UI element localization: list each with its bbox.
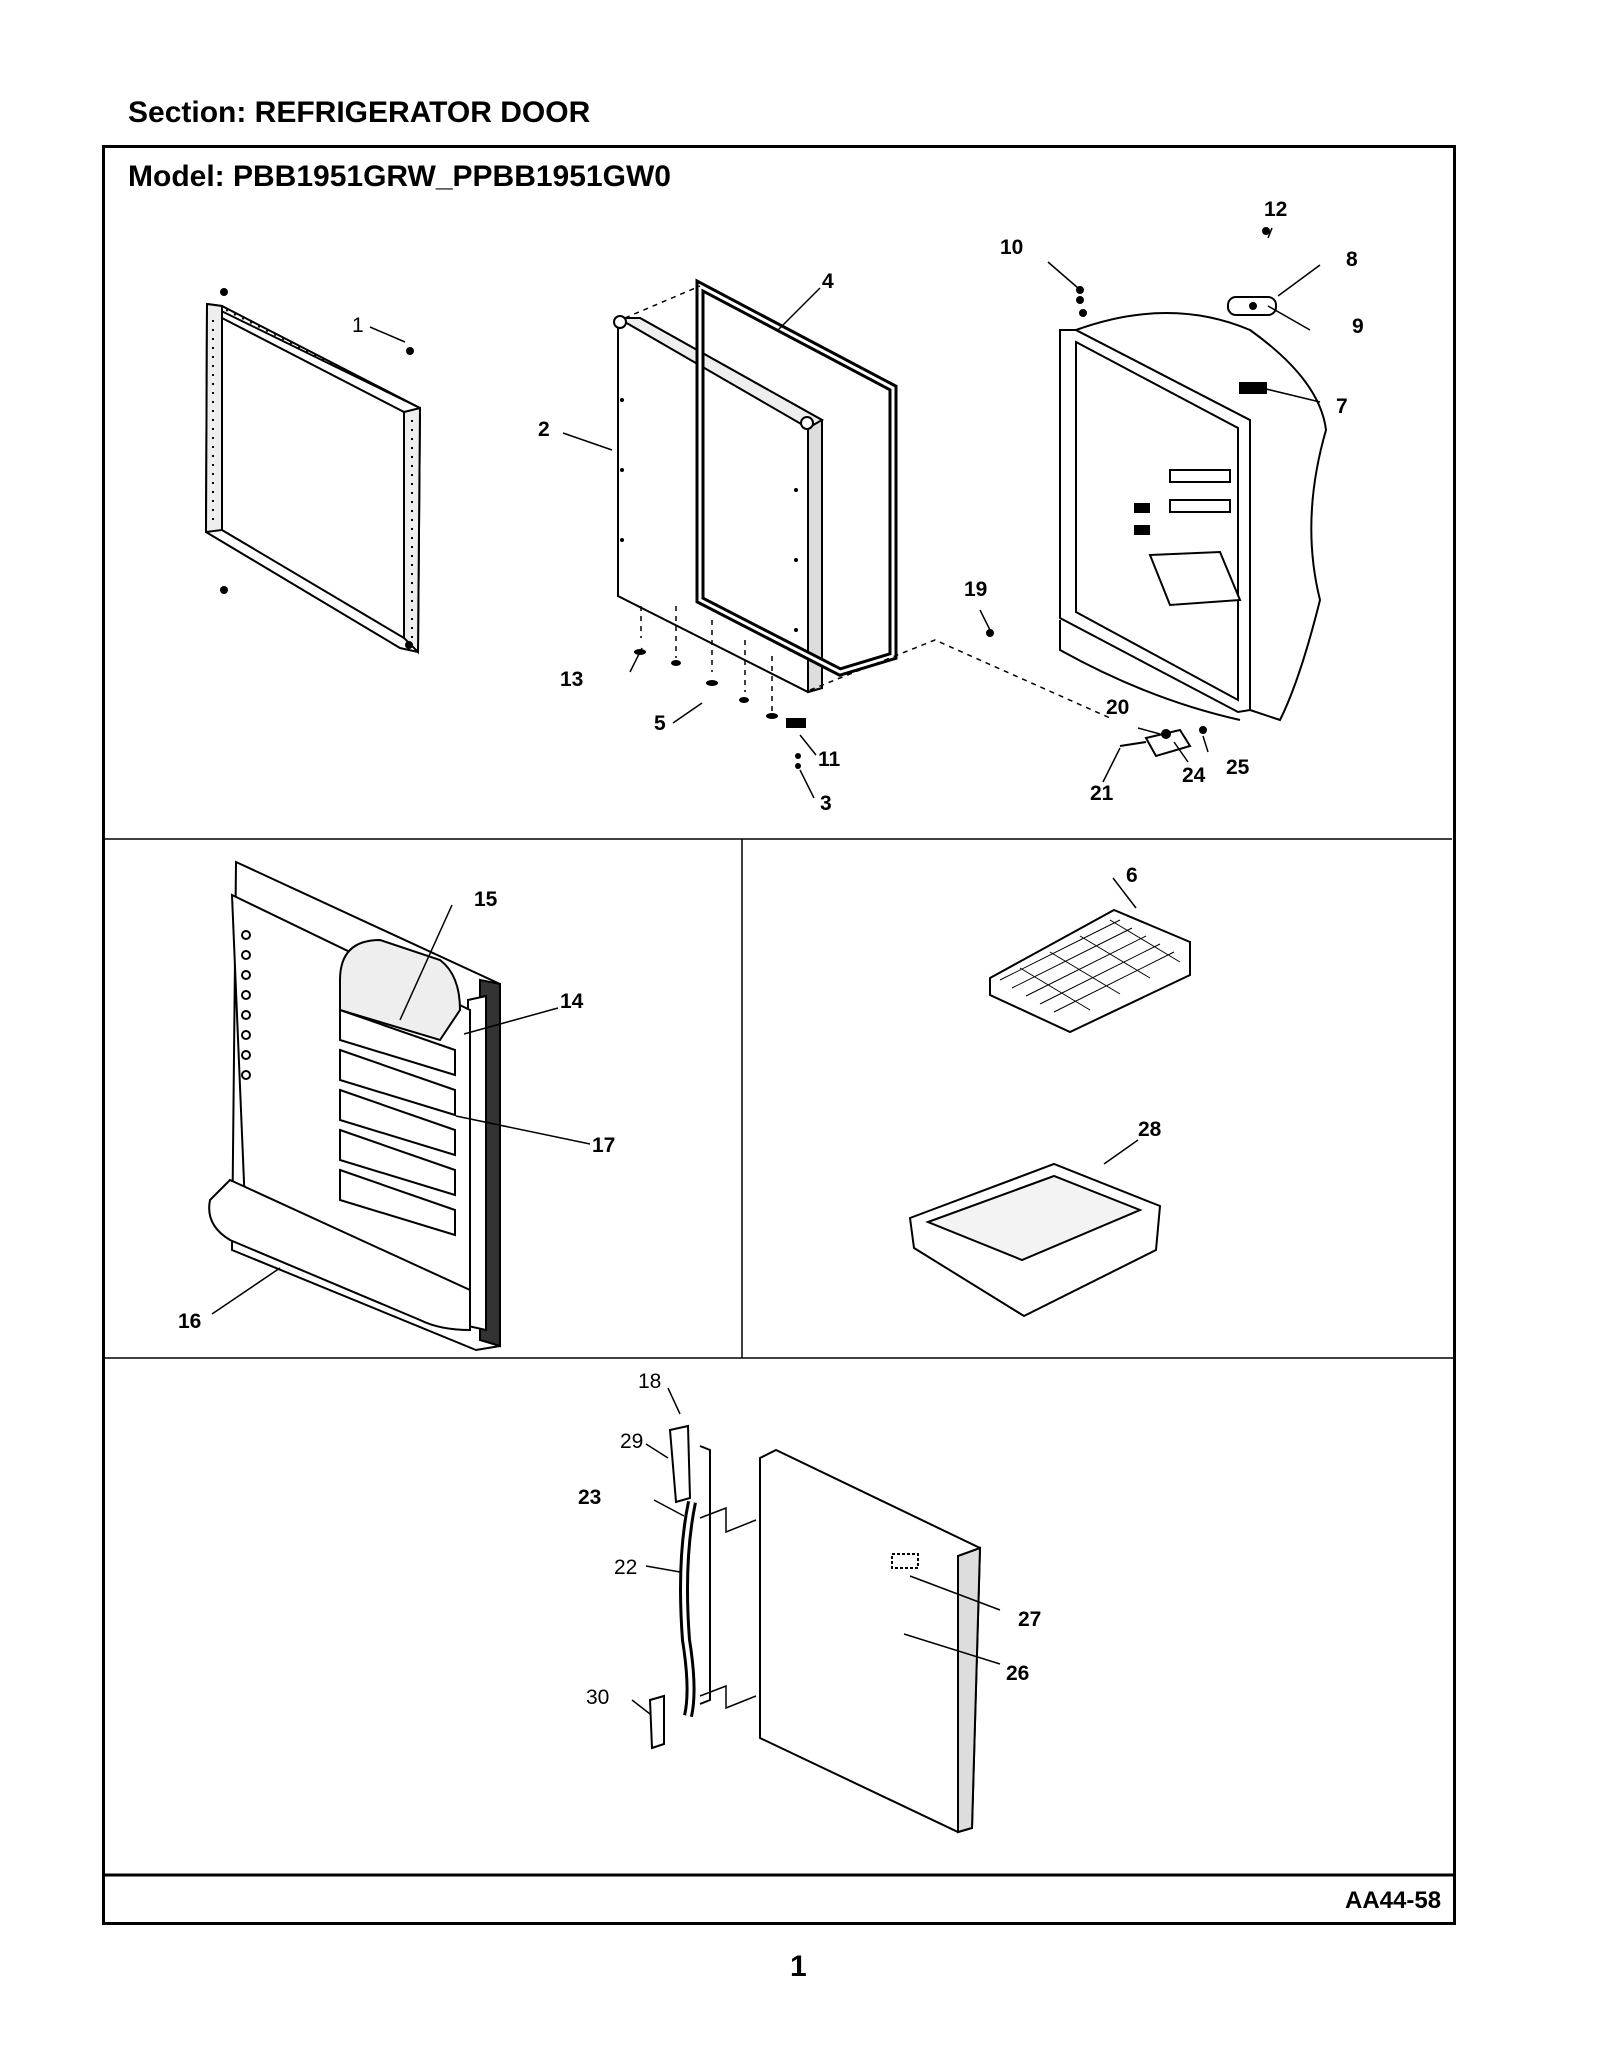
callout-26: 26: [1006, 1662, 1029, 1685]
callout-3: 3: [820, 792, 832, 815]
callout-2: 2: [538, 418, 550, 441]
reference-code: AA44-58: [1345, 1887, 1442, 1914]
assembly-lines: [624, 285, 1111, 719]
callout-12: 12: [1264, 198, 1287, 221]
leader-lines: [211, 227, 1321, 1715]
callout-19: 19: [964, 578, 987, 601]
callout-13: 13: [560, 668, 583, 691]
cabinet-part: [1059, 312, 1328, 722]
callout-1: 1: [352, 314, 364, 337]
callout-10: 10: [1000, 236, 1023, 259]
model-title: Model: PBB1951GRW_PPBB1951GW0: [128, 160, 671, 193]
callout-16: 16: [178, 1310, 201, 1333]
section-title: Section: REFRIGERATOR DOOR: [128, 96, 591, 129]
callout-18: 18: [638, 1370, 661, 1393]
callout-21: 21: [1090, 782, 1114, 805]
callout-27: 27: [1018, 1608, 1041, 1631]
door-panel-part: [613, 315, 825, 694]
callouts: 1 2 3 4 5 6 7 8 9 10 11 12 13 14 15 16 1…: [178, 198, 1364, 1709]
door-interior-part: [208, 860, 501, 1352]
hardware-washers: [634, 649, 806, 769]
door-frame-part: [204, 288, 422, 655]
diagram-frame: [102, 145, 1456, 1925]
callout-15: 15: [474, 888, 498, 911]
callout-25: 25: [1226, 756, 1250, 779]
callout-22: 22: [614, 1556, 637, 1579]
callout-24: 24: [1182, 764, 1206, 787]
page-number: 1: [790, 1950, 807, 1983]
panel-dividers: [104, 838, 1456, 1877]
callout-29: 29: [620, 1430, 643, 1453]
callout-20: 20: [1106, 696, 1129, 719]
egg-tray-part: [989, 908, 1191, 1034]
callout-7: 7: [1336, 395, 1348, 418]
handle-assembly-lines: [699, 1506, 757, 1710]
callout-8: 8: [1346, 248, 1358, 271]
handle-door-part: [648, 1424, 982, 1834]
callout-23: 23: [578, 1486, 601, 1509]
callout-5: 5: [654, 712, 666, 735]
callout-9: 9: [1352, 315, 1364, 338]
bottom-hinge-parts: [986, 629, 1207, 758]
top-hinge-parts: [1076, 227, 1277, 394]
callout-30: 30: [586, 1686, 609, 1709]
storage-bin-part: [908, 1162, 1162, 1318]
gasket-part: [695, 278, 898, 677]
callout-11: 11: [818, 748, 841, 771]
callout-6: 6: [1126, 864, 1138, 887]
callout-14: 14: [560, 990, 584, 1013]
callout-17: 17: [592, 1134, 615, 1157]
callout-28: 28: [1138, 1118, 1162, 1141]
callout-4: 4: [822, 270, 834, 293]
